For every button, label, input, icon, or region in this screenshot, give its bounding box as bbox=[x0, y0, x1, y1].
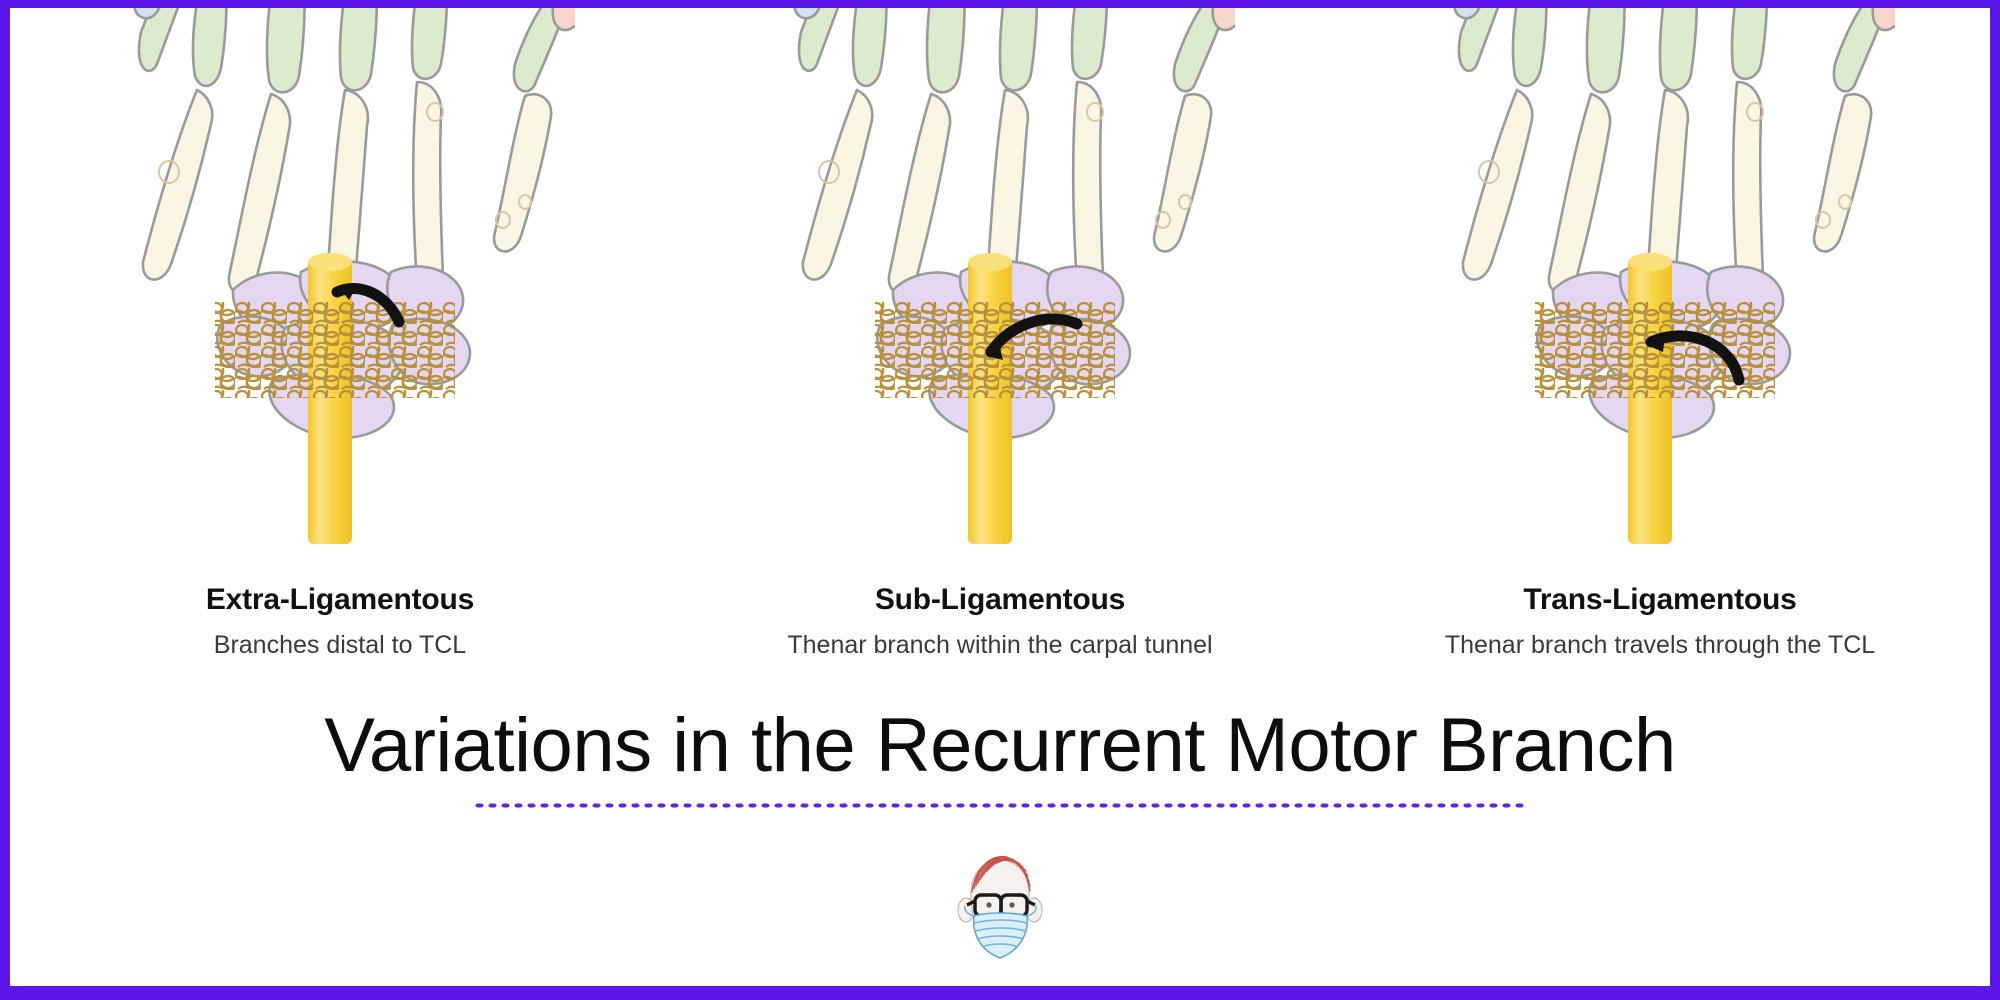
median-nerve-2 bbox=[968, 253, 1012, 544]
hand-illustration-3 bbox=[1425, 8, 1895, 572]
panel-extra-ligamentous[interactable]: Extra-Ligamentous Branches distal to TCL bbox=[10, 8, 670, 698]
recurrent-motor-branch-1 bbox=[331, 283, 405, 328]
caption-3: Trans-Ligamentous Thenar branch travels … bbox=[1330, 583, 1990, 660]
panel-subtitle: Thenar branch within the carpal tunnel bbox=[787, 631, 1213, 659]
caption-2: Sub-Ligamentous Thenar branch within the… bbox=[670, 583, 1330, 660]
panel-trans-ligamentous[interactable]: Trans-Ligamentous Thenar branch travels … bbox=[1330, 8, 1990, 698]
recurrent-motor-branch-2 bbox=[985, 313, 1083, 360]
title-dotted-rule bbox=[472, 802, 1528, 809]
panel-subtitle: Branches distal to TCL bbox=[213, 631, 467, 659]
panel-title: Extra-Ligamentous bbox=[205, 583, 475, 616]
median-nerve-1 bbox=[308, 253, 352, 544]
title-block: Variations in the Recurrent Motor Branch bbox=[10, 708, 1990, 809]
poster-page: Extra-Ligamentous Branches distal to TCL bbox=[10, 8, 1990, 986]
variation-panels: Extra-Ligamentous Branches distal to TCL bbox=[10, 8, 1990, 698]
hand-illustration-1 bbox=[105, 8, 575, 572]
panel-sub-ligamentous[interactable]: Sub-Ligamentous Thenar branch within the… bbox=[670, 8, 1330, 698]
transverse-carpal-ligament-1 bbox=[215, 302, 455, 398]
masked-doctor-avatar-icon bbox=[941, 848, 1059, 970]
panel-title: Sub-Ligamentous bbox=[874, 583, 1126, 616]
caption-1: Extra-Ligamentous Branches distal to TCL bbox=[10, 583, 670, 660]
hand-illustration-2 bbox=[765, 8, 1235, 572]
panel-title: Trans-Ligamentous bbox=[1523, 583, 1797, 616]
median-nerve-3 bbox=[1628, 253, 1672, 544]
page-title: Variations in the Recurrent Motor Branch bbox=[324, 703, 1676, 788]
recurrent-motor-branch-3 bbox=[1645, 330, 1745, 386]
panel-subtitle: Thenar branch travels through the TCL bbox=[1444, 631, 1876, 659]
